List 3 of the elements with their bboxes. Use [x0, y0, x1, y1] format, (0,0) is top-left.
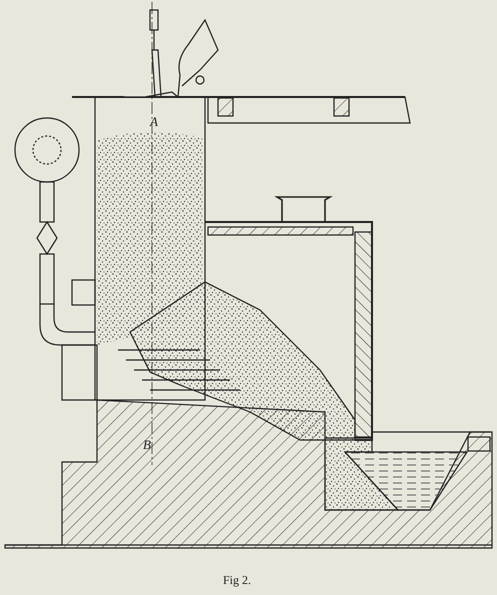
part-label: A [150, 115, 158, 128]
figure-caption: Fig 2. [223, 574, 252, 586]
part-label: B [143, 438, 151, 451]
